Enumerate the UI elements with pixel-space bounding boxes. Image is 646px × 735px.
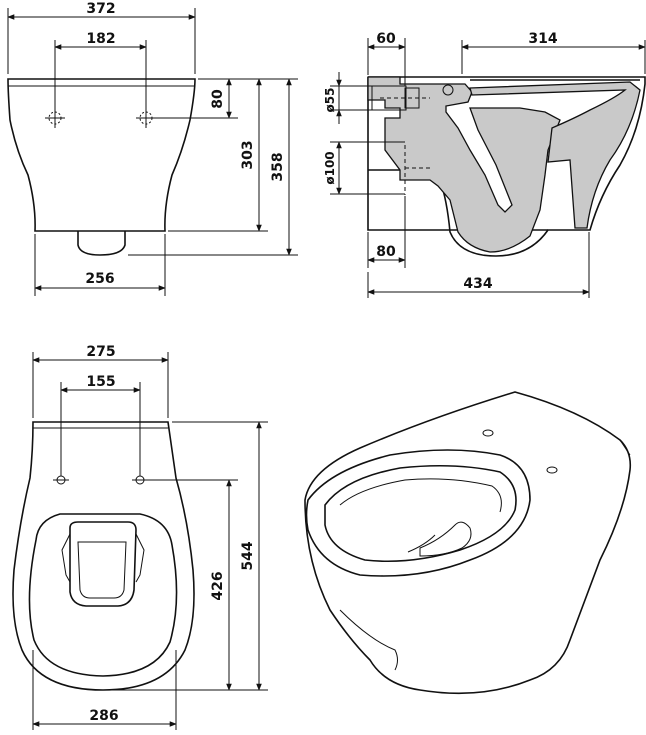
dim-label: ø100	[323, 151, 337, 184]
dim-label: 314	[528, 31, 557, 47]
dim-side-inlet-diameter: ø55	[323, 72, 372, 124]
dim-side-overall-depth: 434	[367, 232, 590, 298]
dim-front-overall-height: 358	[128, 78, 298, 256]
side-section-view: 60 314 ø55 ø100 80	[323, 31, 646, 298]
dim-label: 434	[463, 276, 492, 292]
outlet-pipe	[404, 145, 432, 195]
dim-top-overall-length: 544	[108, 421, 268, 691]
dim-front-overall-width: 372	[7, 1, 196, 74]
perspective-fixing-hole-left	[482, 429, 494, 437]
side-view-section-front	[469, 81, 641, 229]
dim-side-rear-offset: 60	[367, 31, 406, 86]
top-view-bowl-opening	[69, 521, 137, 607]
front-view-outlet	[77, 231, 126, 256]
dim-top-rear-width: 275	[32, 344, 169, 418]
dim-label: ø55	[323, 88, 337, 113]
fixing-point-right	[132, 475, 148, 485]
perspective-body	[304, 391, 632, 695]
perspective-bowl	[324, 464, 517, 562]
dim-top-fixing-to-front: 426	[146, 479, 238, 691]
dim-side-outlet-diameter: ø100	[323, 141, 405, 195]
dim-side-outlet-offset: 80	[367, 196, 406, 268]
dim-label: 256	[85, 271, 114, 287]
dim-label: 182	[86, 31, 115, 47]
perspective-view	[304, 391, 632, 695]
dim-label: 358	[270, 152, 286, 181]
dim-label: 80	[376, 244, 396, 260]
top-view-seat	[28, 513, 178, 677]
front-view-body	[7, 78, 196, 232]
dim-label: 303	[240, 140, 256, 169]
dim-top-front-width: 286	[32, 650, 177, 730]
perspective-fixing-hole-right	[546, 466, 558, 474]
dim-label: 60	[376, 31, 396, 47]
side-view-outline	[368, 76, 646, 257]
dim-label: 426	[210, 571, 226, 600]
dim-label: 544	[240, 541, 256, 570]
perspective-rim	[305, 449, 531, 577]
dim-label: 286	[89, 708, 118, 724]
dim-front-fixing-spacing: 182	[54, 31, 147, 112]
side-view-section-wall	[367, 76, 561, 253]
inlet-pipe	[371, 84, 454, 111]
dim-label: 372	[86, 1, 115, 17]
dim-top-fixing-spacing: 155	[60, 374, 141, 476]
dim-label: 80	[210, 89, 226, 109]
top-view: 275 155 544 426 286	[12, 344, 268, 730]
dim-label: 155	[86, 374, 115, 390]
front-view: 372 182 80 303 358	[7, 1, 298, 296]
dim-side-seat-span: 314	[461, 31, 646, 74]
top-view-outline	[12, 421, 195, 691]
dim-label: 275	[86, 344, 115, 360]
dim-front-height: 303	[168, 78, 268, 232]
fixing-point-left	[53, 475, 69, 485]
dim-front-base-width: 256	[34, 234, 166, 296]
